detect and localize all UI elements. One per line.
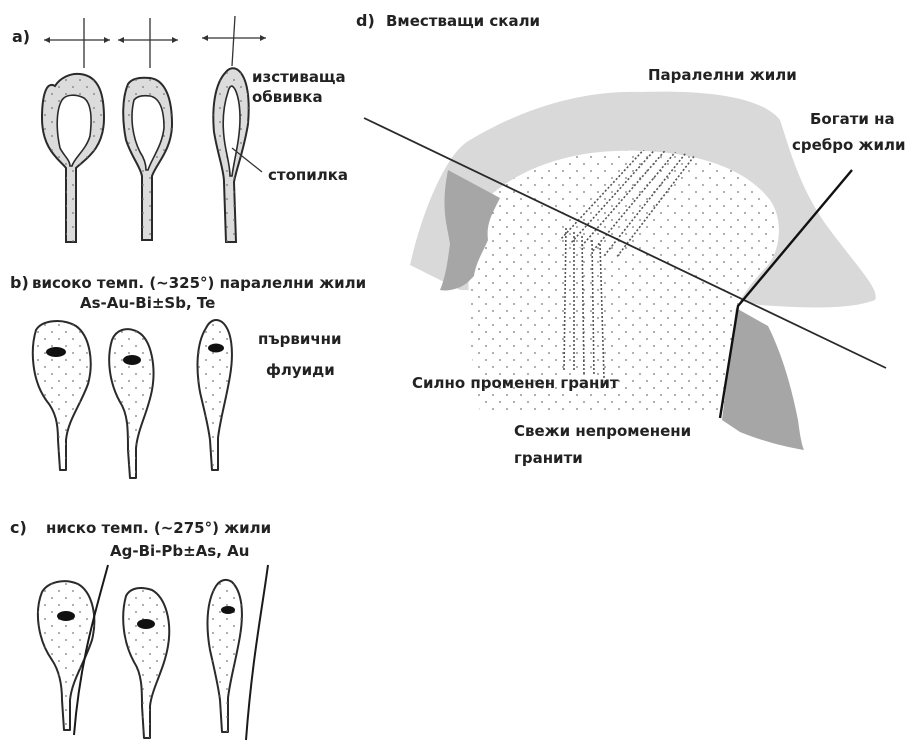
panel-c-title-1: ниско темп. (~275°) жили [46,519,271,537]
cooling-rind-label-2: обвивка [252,88,323,106]
inclusion-c2 [137,619,155,629]
panel-b-title-1: високо темп. (~325°) паралелни жили [32,274,366,292]
panel-a: a) [12,16,348,242]
inclusion-c1 [57,611,75,621]
panel-d-letter: d) [356,11,375,30]
parallel-veins-label: Паралелни жили [648,66,797,84]
melt-label: стопилка [268,166,348,184]
pluton-a2 [123,78,172,240]
fluid-inclusion-b1 [46,347,66,357]
vein-c3 [246,565,268,740]
panel-d: d) Вместващи скали Парале [356,11,905,467]
stress-symbol-1 [44,18,110,68]
panel-c-title-2: Ag-Bi-Pb±As, Au [110,542,249,560]
panel-b-title-2: As-Au-Bi±Sb, Te [80,294,215,312]
pluton-c3 [208,565,268,740]
inclusion-c3 [221,606,235,614]
pluton-a1 [42,74,104,242]
pluton-b1 [33,321,91,470]
panel-c-letter: c) [10,518,27,537]
fluid-inclusion-b3 [208,344,224,353]
panel-b-letter: b) [10,273,29,292]
primary-fluids-label-1: първични [258,330,342,348]
silver-veins-label-2: сребро жили [792,136,905,154]
cooling-rind-label-1: изстиваща [252,68,346,86]
silver-veins-label-1: Богати на [810,110,895,128]
stress-symbol-2 [118,18,178,68]
pluton-c1 [38,565,108,735]
pluton-b3 [198,320,232,470]
primary-fluids-label-2: флуиди [266,361,335,379]
fresh-granite-label-1: Свежи непроменени [514,422,691,440]
panel-b: b) високо темп. (~325°) паралелни жили A… [10,273,366,478]
panel-c: c) ниско темп. (~275°) жили Ag-Bi-Pb±As,… [10,518,271,740]
pluton-b2 [109,329,153,478]
stress-symbol-3 [202,16,266,66]
panel-a-letter: a) [12,27,30,46]
host-rocks-label: Вместващи скали [386,12,540,30]
fresh-granite-label-2: гранити [514,449,583,467]
altered-granite-label: Силно променен гранит [412,374,619,392]
fluid-inclusion-b2 [123,355,141,365]
pluton-c2 [123,588,169,738]
